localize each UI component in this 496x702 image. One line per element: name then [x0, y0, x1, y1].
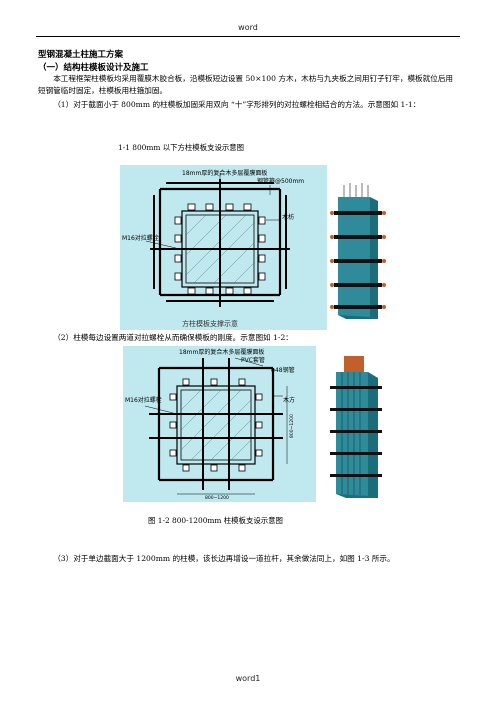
page-header: word: [238, 23, 258, 32]
paragraph-4: （3）对于单边截面大于 1200mm 的柱模，该长边再增设一道拉杆，其余做法同上…: [53, 554, 395, 563]
figure1-drawing: 18mm厚的复合木多层覆膜面板 钢管箍@500mm 木枋 M16对拉螺栓 方柱模…: [120, 165, 327, 330]
fig1-label-plywood: 18mm厚的复合木多层覆膜面板: [182, 169, 267, 177]
fig1-label-timber: 木枋: [282, 213, 294, 221]
figure1-3d-render: [326, 183, 388, 323]
section-heading: （一）结构柱模板设计及施工: [38, 63, 149, 73]
fig1-label-bolt: M16对拉螺栓: [122, 234, 159, 242]
figure2-caption: 图 1-2 800-1200mm 柱模板支设示意图: [148, 516, 283, 525]
figure1-title: 1-1 800mm 以下方柱模板支设示意图: [118, 143, 245, 152]
paragraph-3: （2）柱模每边设置两道对拉螺栓从而确保模板的刚度。示意图如 1-2：: [53, 333, 293, 342]
fig2-label-timber: 木方: [283, 396, 295, 404]
figure2-drawing: 18mm厚的复合木多层覆膜面板 PVC套管 φ48钢管 M16对拉螺栓 木方 8…: [123, 346, 316, 502]
paragraph-1: 本工程框架柱模板均采用覆膜木胶合板，沿模板短边设置 50×100 方木，木枋与九…: [38, 74, 454, 95]
fig2-label-bolt: M16对拉螺栓: [125, 396, 162, 404]
fig2-label-pipe: φ48钢管: [271, 366, 295, 374]
paragraph-2: （1）对于截面小于 800mm 的柱模板加固采用双向 “十”字形排列的对拉螺栓相…: [53, 100, 421, 109]
fig2-dim-bottom: 800~1200: [205, 495, 229, 501]
page-footer: word1: [235, 674, 261, 683]
fig1-label-pipe: 钢管箍@500mm: [257, 177, 304, 185]
fig2-dim-side: 800~1200: [289, 414, 295, 438]
figure2-3d-render: [326, 356, 386, 502]
header-rule: [36, 36, 460, 37]
fig1-caption: 方柱模板支撑示意: [182, 319, 238, 328]
fig2-label-plywood: 18mm厚的复合木多层覆膜面板: [179, 348, 264, 356]
fig2-label-pvc: PVC套管: [241, 356, 265, 364]
document-title: 型钢混凝土柱施工方案: [38, 50, 124, 60]
